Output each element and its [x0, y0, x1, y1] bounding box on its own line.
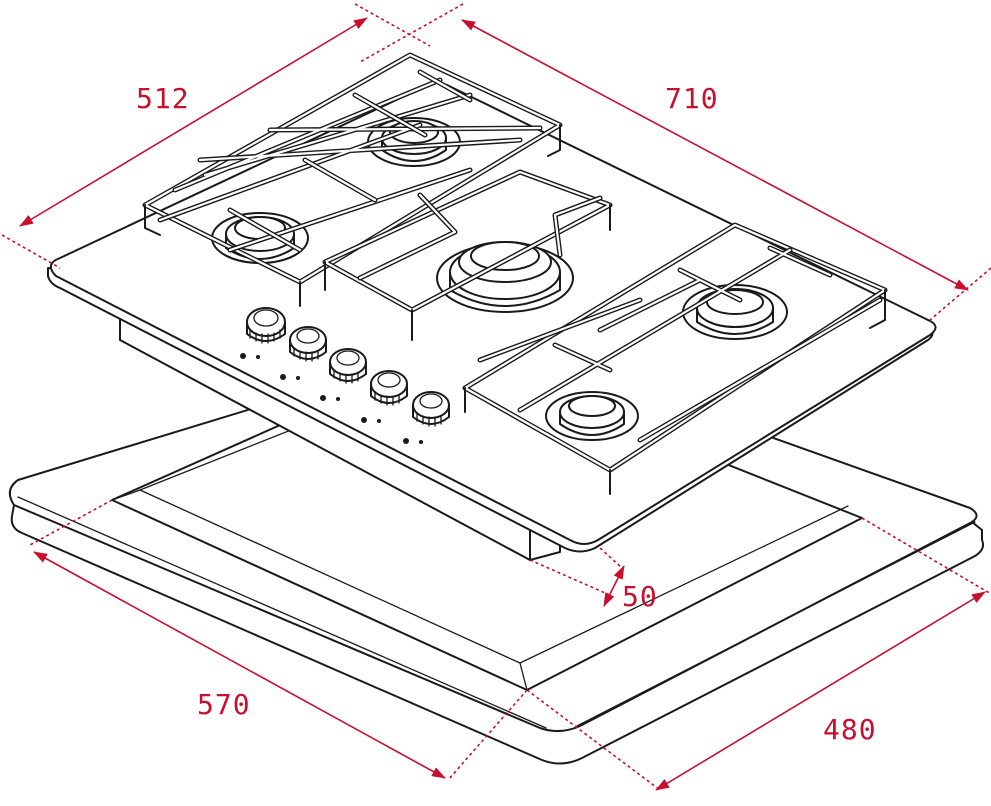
- knob-2[interactable]: [289, 326, 327, 362]
- label-710: 710: [665, 82, 719, 115]
- label-50: 50: [622, 580, 658, 613]
- knob-markings: [240, 353, 423, 444]
- knob-5[interactable]: [412, 391, 450, 427]
- dim-line-512: [19, 17, 368, 227]
- knob-3[interactable]: [329, 348, 367, 384]
- dimension-lines: [1, 3, 991, 791]
- burner-front-right: [545, 391, 639, 441]
- label-480: 480: [823, 713, 877, 746]
- knob-1[interactable]: [246, 307, 286, 344]
- dim-line-50: [603, 565, 625, 607]
- dim-line-480: [655, 591, 986, 791]
- label-512: 512: [136, 82, 190, 115]
- dimension-labels: 512 710 50 570 480: [136, 82, 877, 746]
- control-knobs: [240, 307, 450, 444]
- label-570: 570: [197, 688, 251, 721]
- knob-4[interactable]: [370, 370, 408, 406]
- dim-line-710: [461, 19, 969, 291]
- dim-line-570: [33, 551, 446, 779]
- burner-rear-right: [682, 284, 788, 340]
